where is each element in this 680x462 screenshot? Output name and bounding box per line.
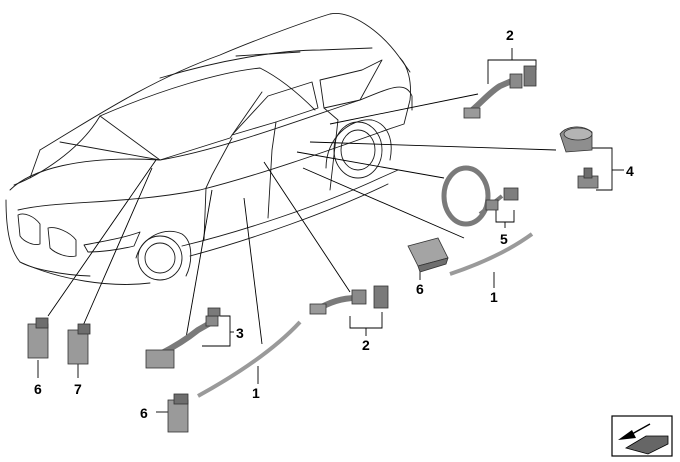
leader-lines [37, 48, 624, 413]
wiring-harness-3 [145, 307, 221, 369]
wiring-harness-top [463, 65, 537, 119]
callout-4: 4 [626, 163, 634, 179]
car-outline [5, 13, 413, 285]
sensor-part-6-left [27, 317, 49, 359]
wiring-harness-coil [441, 165, 519, 227]
callout-7: 7 [74, 381, 82, 397]
sensor-part-7 [67, 323, 91, 365]
trim-strip-lower [197, 320, 302, 398]
callout-1-right: 1 [490, 289, 498, 305]
view-direction-icon [611, 415, 673, 457]
wiring-harness-middle [309, 285, 389, 315]
callout-6-middle: 6 [416, 281, 424, 297]
callout-2-middle: 2 [362, 337, 370, 353]
callout-3: 3 [236, 325, 244, 341]
callout-6-bottom: 6 [140, 405, 148, 421]
callout-1-lower: 1 [252, 385, 260, 401]
callout-5: 5 [500, 231, 508, 247]
callout-labels: 2 4 5 6 1 3 2 1 6 7 6 [34, 27, 634, 421]
sensor-part-4 [559, 126, 599, 189]
control-module-6 [407, 237, 449, 273]
callout-6-left: 6 [34, 381, 42, 397]
sensor-part-6-bottom [167, 393, 189, 433]
callout-2-top: 2 [506, 27, 514, 43]
trim-strip-right [449, 232, 534, 276]
